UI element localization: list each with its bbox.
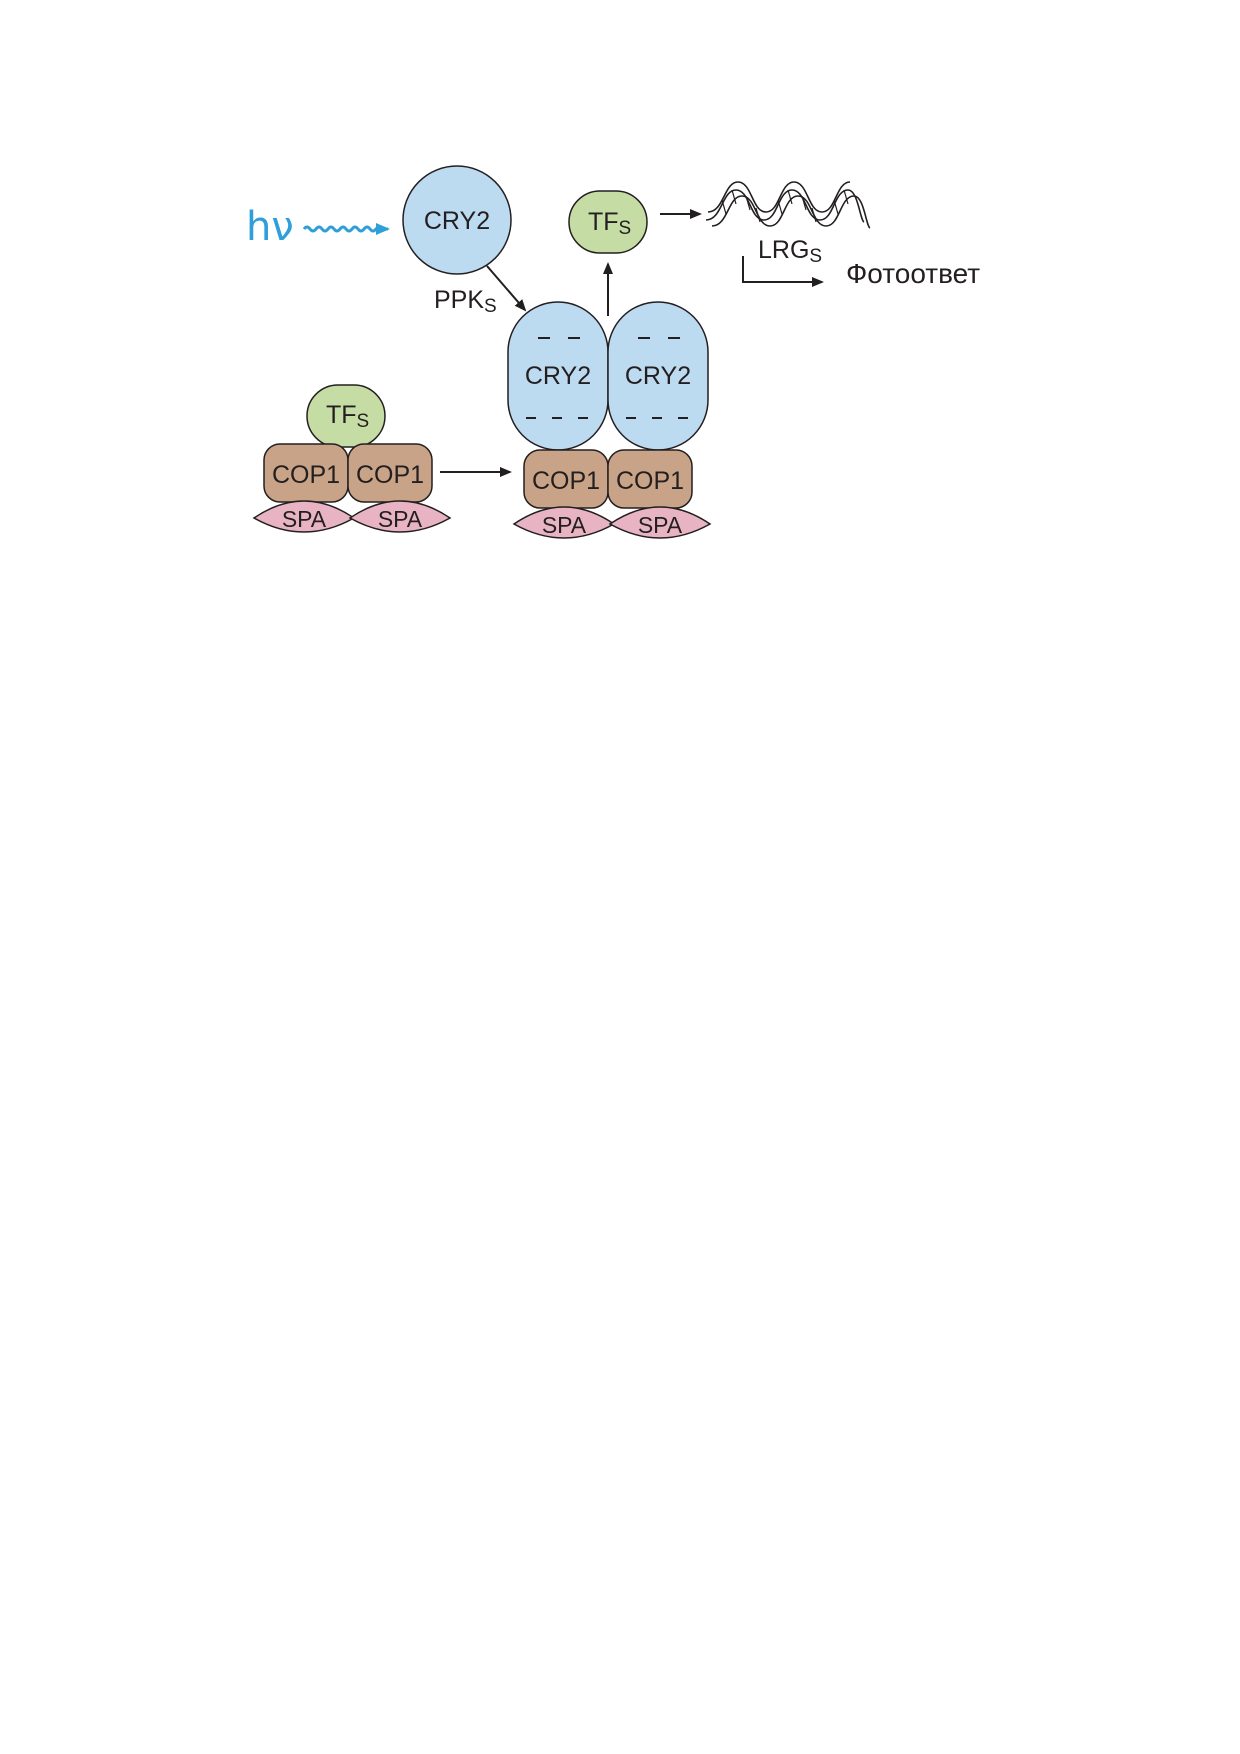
right-cop1-a-label: COP1 [532,467,600,495]
tfs-released-label: TFS [588,208,631,239]
right-cry2-b-label: CRY2 [625,362,691,390]
left-cop1-b-label: COP1 [356,461,424,489]
tfs-released-sub: S [619,218,632,239]
dna-helix-icon [705,181,871,229]
tfs-bound-sub: S [357,411,370,432]
right-spa-b: SPA [608,506,712,539]
lrg-label-main: LRG [758,236,809,264]
left-spa-a: SPA [252,500,356,533]
photoresponse-label: Фотоответ [846,258,980,289]
right-cop1-b: COP1 [607,449,693,509]
cry2-monomer-label: CRY2 [424,207,490,235]
tfs-released-main: TF [588,208,619,236]
tfs-bound-label: TFS [326,401,369,432]
left-cop1-a: COP1 [263,443,349,503]
ppk-label: PPKS [434,286,497,317]
tfs-bound: TFS [306,384,386,448]
tfs-bound-main: TF [326,401,357,429]
right-spa-b-label: SPA [638,512,683,538]
ppk-label-sub: S [484,296,497,317]
tfs-released: TFS [568,190,648,254]
right-cop1-b-label: COP1 [616,467,684,495]
phosphorylation-arrow [486,265,527,312]
right-cry2-b: CRY2 [607,301,709,451]
right-spa-a: SPA [512,506,616,539]
left-cop1-b: COP1 [347,443,433,503]
left-cop1-a-label: COP1 [272,461,340,489]
right-cry2-a: CRY2 [507,301,609,451]
lrg-label-sub: S [809,246,822,267]
photoresponse-arrow [742,256,824,287]
left-spa-b-label: SPA [378,506,423,532]
lrg-label: LRGS [758,236,822,267]
light-symbol: hν [246,204,294,250]
ppk-label-main: PPK [434,286,484,314]
left-spa-b: SPA [348,500,452,533]
light-wave-arrow [302,223,390,235]
cry2-monomer: CRY2 [402,165,512,275]
right-cop1-a: COP1 [523,449,609,509]
right-cry2-a-label: CRY2 [525,362,591,390]
right-spa-a-label: SPA [542,512,587,538]
left-spa-a-label: SPA [282,506,327,532]
